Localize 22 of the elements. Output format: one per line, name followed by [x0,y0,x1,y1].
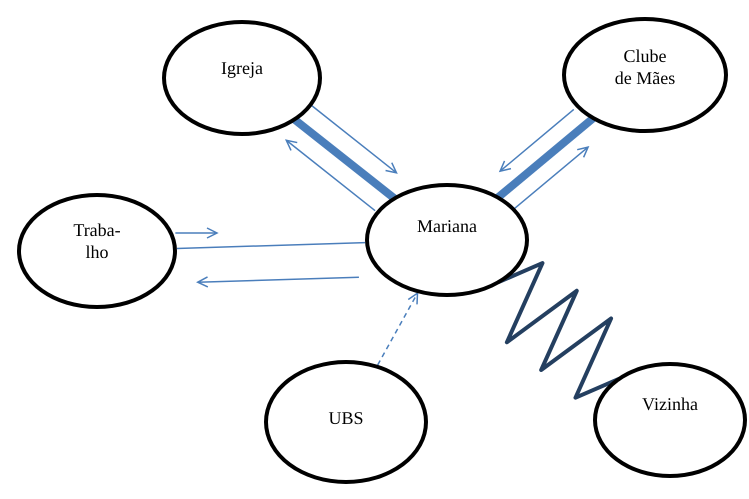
arrow [196,276,359,288]
arrow [312,105,398,174]
ellipse-node [162,20,322,136]
ellipse-node [593,362,747,478]
connector-line [176,242,366,250]
ellipse-node [264,360,428,484]
node-label: Vizinha [641,393,699,415]
node-label: Clube de Mães [614,45,676,89]
arrow [175,227,218,239]
arrow [377,292,418,366]
connector-line [495,115,596,201]
ellipse-node [365,183,529,297]
ellipse-node [562,17,728,133]
node-label: Traba- lho [72,219,122,263]
ellipse-node [17,193,177,309]
arrow [514,146,589,210]
connector-line [292,116,397,202]
node-label: Igreja [220,57,264,79]
arrow [499,108,574,172]
node-label: UBS [327,407,364,429]
arrow [286,140,376,212]
node-label: Mariana [416,215,478,237]
